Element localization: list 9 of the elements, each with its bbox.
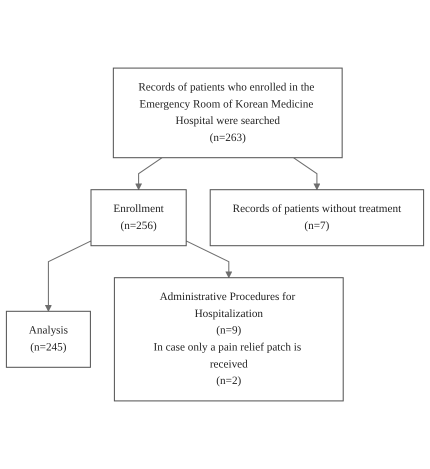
process-box: Records of patients who enrolled in the Emergency Room of Korean Medicine Hospital were searched (n=263): [112, 68, 343, 158]
process-box: Records of patients without treatment (n=7): [210, 189, 424, 246]
arrow: [135, 157, 162, 190]
arrow: [44, 240, 92, 312]
process-box: Enrollment (n=256): [90, 189, 187, 246]
arrow: [293, 157, 320, 190]
process-box: Analysis (n=245): [6, 310, 91, 368]
arrow: [186, 240, 232, 278]
process-box: Administrative Procedures for Hospitalization (n=9) In case only a pain relief patch is received (n=2): [114, 277, 344, 402]
